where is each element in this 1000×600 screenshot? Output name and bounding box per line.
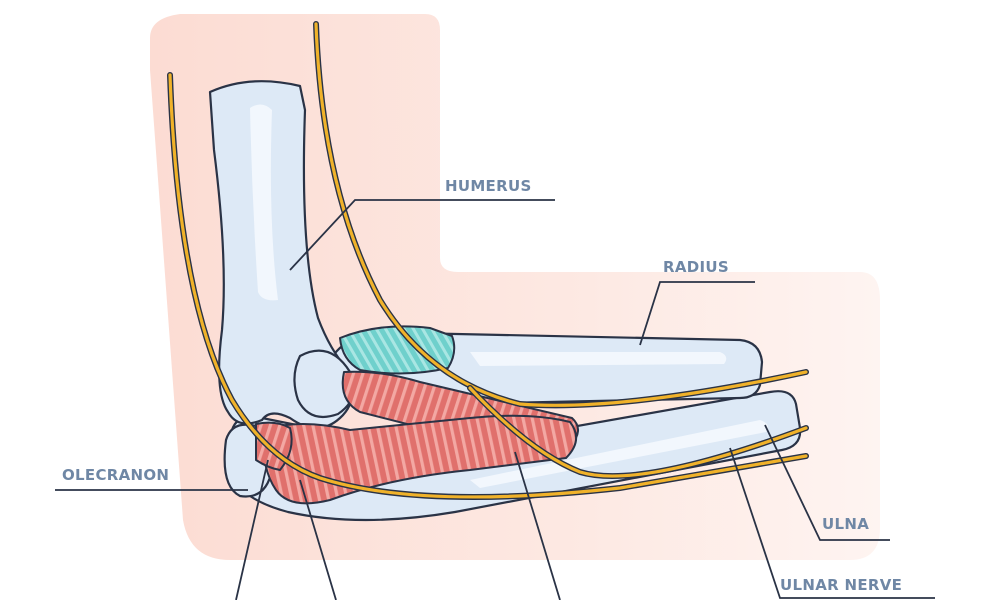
humerus-label: HUMERUS — [445, 177, 532, 195]
radius-highlight — [470, 352, 727, 366]
humerus-leader-line — [289, 199, 555, 271]
nerve-left-core — [168, 73, 808, 499]
ulna-leader-line — [764, 424, 890, 541]
muscle-leader-line-3 — [514, 451, 561, 600]
ulnar-nerve-core — [468, 386, 808, 478]
humerus-condyle — [293, 349, 356, 418]
ulna-highlight — [470, 420, 768, 488]
nerve-top-core — [314, 22, 808, 407]
olecranon-label: OLECRANON — [62, 466, 170, 484]
humerus-highlight — [250, 104, 278, 301]
radius-leader-line — [639, 281, 755, 346]
ulnar-nerve-label: ULNAR NERVE — [780, 576, 903, 594]
muscle-leader-line-2 — [299, 479, 337, 600]
ulnar-nerve-leader-line — [729, 447, 935, 599]
muscle-leader-line-1 — [235, 459, 269, 600]
ulna-label: ULNA — [822, 515, 870, 533]
radius-label: RADIUS — [663, 258, 729, 276]
